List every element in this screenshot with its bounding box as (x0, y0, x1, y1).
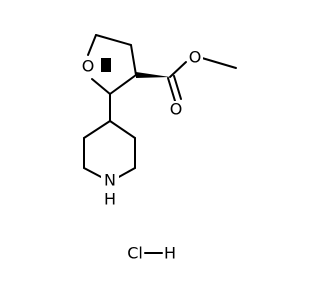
molecule-canvas: O H O O N H Cl H (80, 34, 237, 263)
salt-cl-label: Cl (127, 244, 143, 263)
bond-carbonyl-to-ester-o (169, 61, 187, 78)
wedge-c3-carbonyl-carbon (136, 72, 170, 78)
bond-carbonyl-double-1 (167, 77, 176, 102)
amine-h-label: H (104, 190, 116, 209)
bond-ester-o-to-methyl (201, 57, 237, 69)
bond-o1-c5 (87, 34, 97, 56)
chirality-h-label: H (101, 58, 111, 73)
bond-c2-o1 (91, 78, 111, 95)
salt-h-label: H (164, 244, 176, 263)
ring-oxygen-label-bg (80, 58, 96, 76)
amine-n-label: N (104, 171, 116, 190)
bond-c5-c4 (95, 34, 132, 46)
bond-c4-c3 (130, 44, 137, 76)
carbonyl-oxygen-label-bg (168, 101, 184, 119)
ester-oxygen-label: O (189, 48, 202, 67)
bond-pip-n1-c6 (83, 167, 104, 179)
bond-pip-c2-n1 (116, 167, 136, 179)
carbonyl-oxygen-label: O (170, 100, 183, 119)
ester-oxygen-label-bg (187, 49, 203, 67)
bond-c3-c2 (109, 74, 137, 95)
chirality-h-label-bg (101, 58, 111, 72)
molecule-diagram: O H O O N H Cl H (80, 34, 237, 263)
bond-carbonyl-double-2 (173, 75, 182, 100)
bond-pip-c5-c4 (83, 120, 111, 139)
bond-pip-c4-c3 (109, 120, 136, 139)
amine-n-label-bg (101, 171, 119, 191)
ring-oxygen-label: O (82, 57, 95, 76)
